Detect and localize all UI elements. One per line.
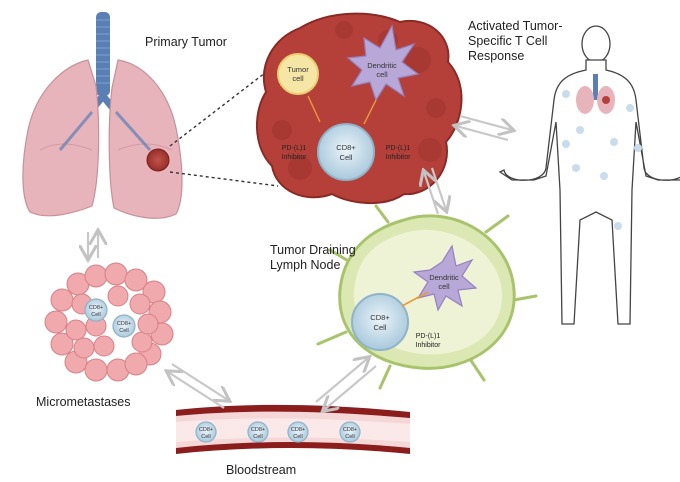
label-activated-3: Response <box>468 49 524 63</box>
lungs <box>22 12 183 219</box>
lymph-pdl1-label-1: PD-(L)1 <box>416 333 441 340</box>
tumor-microenvironment: Tumor cell Dendritic cell CD8+ Cell PD-(… <box>256 12 463 205</box>
zoom-line-bottom <box>169 171 279 187</box>
blood-cd8-cells: CD8+ Cell CD8+ Cell CD8+ Cell CD8+ Cell <box>195 421 361 443</box>
arrow-lungs-micrometastases <box>88 232 98 258</box>
tumor-cell-label-1: Tumor <box>287 65 309 74</box>
micromet-cd8-2-label-2: Cell <box>119 328 128 334</box>
blood-cd8-2-label-2: Cell <box>253 434 262 440</box>
lymph-node: Dendritic cell CD8+ Cell PD-(L)1 Inhibit… <box>316 204 538 390</box>
arrow-lymph-tumor <box>424 168 446 214</box>
blood-cd8-2 <box>247 421 269 443</box>
micromet-cd8-2-label-1: CD8+ <box>117 321 131 327</box>
tumor-cell <box>277 53 319 95</box>
cd8-label-2: Cell <box>340 153 353 162</box>
dendritic-label-2: cell <box>376 70 388 79</box>
cd8-cell-lymph <box>351 293 409 351</box>
arrow-bloodstream-lymph <box>315 358 377 410</box>
blood-cd8-2-label-1: CD8+ <box>251 427 265 433</box>
dendritic-cell-tumor <box>346 24 420 102</box>
label-bloodstream: Bloodstream <box>226 463 296 477</box>
blood-cd8-4-label-1: CD8+ <box>343 427 357 433</box>
tumor-cell-label-2: cell <box>292 74 304 83</box>
dendritic-label-1: Dendritic <box>367 61 397 70</box>
blood-cd8-3-label-2: Cell <box>293 434 302 440</box>
blood-cd8-1 <box>195 421 217 443</box>
dendritic-cell-lymph <box>412 244 478 312</box>
micromet-cd8-1-label-2: Cell <box>91 312 100 318</box>
lymph-cd8-label-1: CD8+ <box>370 313 390 322</box>
cd8-cell-tumor <box>317 123 375 181</box>
pdl1-right-label-1: PD-(L)1 <box>386 145 411 152</box>
lymph-dendritic-label-2: cell <box>438 282 450 291</box>
right-lung <box>108 59 183 219</box>
label-activated-1: Activated Tumor- <box>468 19 562 33</box>
micrometastases: CD8+ Cell CD8+ Cell <box>44 262 174 382</box>
micromet-cd8-1-label-1: CD8+ <box>89 305 103 311</box>
cd8-label-1: CD8+ <box>336 143 356 152</box>
micromet-cd8-2 <box>112 314 136 338</box>
lymph-dendritic-label-1: Dendritic <box>429 273 459 282</box>
left-lung <box>22 59 100 217</box>
blood-cd8-4 <box>339 421 361 443</box>
zoom-line-top <box>169 65 275 147</box>
label-lymph-2: Lymph Node <box>270 258 340 272</box>
lymph-cd8-label-2: Cell <box>374 323 387 332</box>
micromet-cd8-1 <box>84 298 108 322</box>
blood-cd8-3 <box>287 421 309 443</box>
blood-cd8-3-label-1: CD8+ <box>291 427 305 433</box>
body-organs <box>562 74 642 230</box>
arrow-tumor-body <box>456 114 512 142</box>
human-body <box>498 25 680 325</box>
trachea <box>96 12 110 96</box>
label-lymph-1: Tumor Draining <box>270 243 356 257</box>
flow-arrows <box>88 114 512 410</box>
pdl1-left-label-1: PD-(L)1 <box>282 145 307 152</box>
label-primary-tumor: Primary Tumor <box>145 35 227 49</box>
blood-cd8-4-label-2: Cell <box>345 434 354 440</box>
arrow-micrometastases-bloodstream <box>168 363 228 409</box>
lymph-pdl1-label-2: Inhibitor <box>416 342 442 349</box>
lung-tumor <box>146 148 170 172</box>
pdl1-left-label-2: Inhibitor <box>282 154 308 161</box>
pdl1-right-label-2: Inhibitor <box>386 154 412 161</box>
label-activated-2: Specific T Cell <box>468 34 547 48</box>
blood-cd8-1-label-1: CD8+ <box>199 427 213 433</box>
label-micrometastases: Micrometastases <box>36 395 130 409</box>
blood-cd8-1-label-2: Cell <box>201 434 210 440</box>
